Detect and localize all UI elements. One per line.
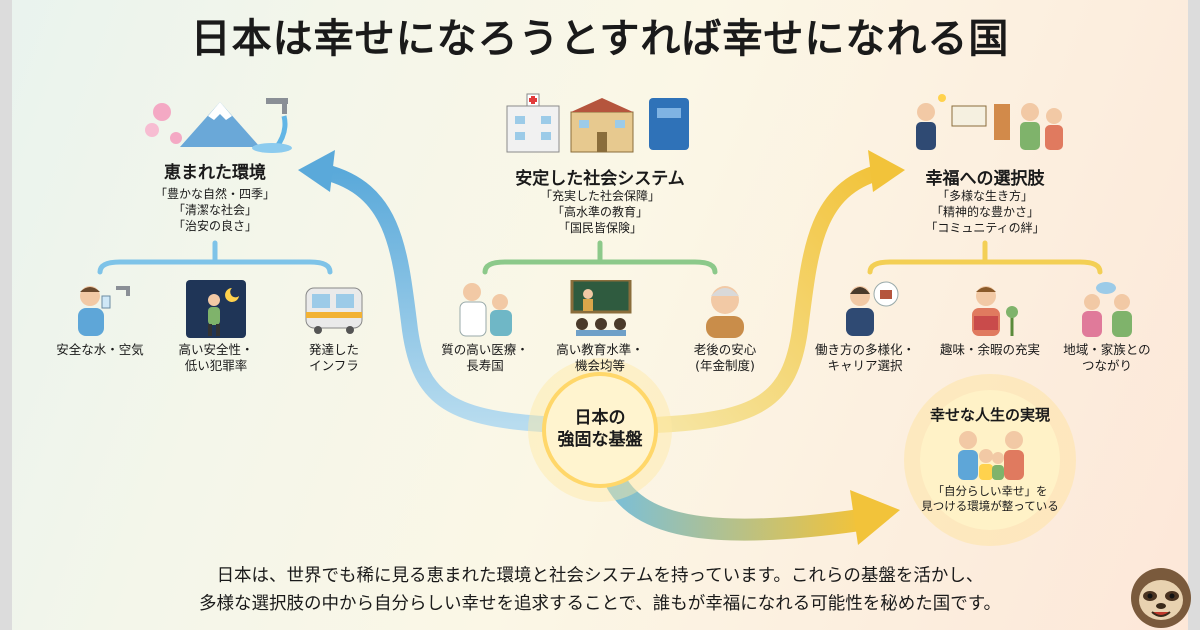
quote-list-choices: 「多様な生き方」 「精神的な豊かさ」 「コミュニティの絆」 [885, 188, 1085, 236]
arrow-to-environment [317, 164, 568, 433]
item-label-hobby-line-1: 趣味・余暇の充実 [939, 342, 1040, 357]
item-label-career-line-2: キャリア選択 [827, 358, 903, 373]
medical-care-illustration [459, 283, 512, 337]
item-label-pension-line-2: (年金制度) [695, 358, 755, 373]
item-label-career-line-1: 働き方の多様化・ [814, 342, 915, 357]
arrow-head-choices [868, 150, 905, 192]
item-label-education-line-2: 機会均等 [574, 358, 625, 373]
sloth-mascot-icon [1131, 568, 1191, 628]
summary-text: 日本は、世界でも稀に見る恵まれた環境と社会システムを持っています。これらの基盤を… [0, 562, 1200, 618]
quote-community-bonds: 「コミュニティの絆」 [925, 221, 1045, 235]
item-label-education-line-1: 高い教育水準・ [556, 342, 644, 357]
item-label-infrastructure-line-1: 発達した [308, 342, 359, 357]
item-label-safe-water-line-1: 安全な水・空気 [56, 342, 144, 357]
quote-spiritual-richness: 「精神的な豊かさ」 [930, 205, 1039, 219]
lifestyle-illustration [916, 94, 1063, 150]
left-edge-strip [0, 0, 12, 630]
summary-line-2: 多様な選択肢の中から自分らしい幸せを追求することで、誰もが幸福になれる可能性を秘… [198, 594, 1002, 614]
item-label-low-crime: 高い安全性・ 低い犯罪率 [156, 342, 276, 374]
page-title: 日本は幸せになろうとすれば幸せになれる国 [190, 16, 1010, 62]
drinking-water-illustration [78, 286, 130, 336]
right-edge-strip [1188, 0, 1200, 630]
arrow-to-choices [647, 164, 888, 433]
item-label-community-line-1: 地域・家族との [1063, 342, 1151, 357]
night-walk-illustration [186, 280, 246, 338]
quote-list-environment: 「豊かな自然・四季」 「清潔な社会」 「治安の良さ」 [115, 186, 315, 234]
institution-illustration [506, 93, 689, 153]
hobby-illustration [972, 286, 1018, 336]
section-title-social-system: 安定した社会システム [515, 169, 685, 189]
item-label-infrastructure: 発達した インフラ [274, 342, 394, 374]
quote-clean-society: 「清潔な社会」 [172, 203, 257, 217]
arrow-to-result [604, 469, 871, 541]
item-label-education: 高い教育水準・ 機会均等 [535, 342, 665, 374]
quote-national-insurance: 「国民皆保険」 [557, 221, 642, 235]
arrow-head-environment [298, 150, 335, 192]
item-label-infrastructure-line-2: インフラ [309, 358, 359, 373]
core-foundation-line-2: 強固な基盤 [557, 430, 643, 450]
arrow-head-result [850, 490, 900, 545]
elderly-person-illustration [706, 286, 744, 338]
result-title: 幸せな人生の実現 [929, 406, 1050, 424]
result-caption-line-1: 「自分らしい幸せ」を [932, 484, 1048, 498]
quote-nature: 「豊かな自然・四季」 [154, 187, 275, 201]
result-caption: 「自分らしい幸せ」を 見つける環境が整っている [890, 484, 1090, 514]
item-label-hobby: 趣味・余暇の充実 [925, 342, 1055, 358]
item-label-safe-water: 安全な水・空気 [40, 342, 160, 358]
item-label-low-crime-line-2: 低い犯罪率 [184, 358, 248, 373]
nature-illustration [145, 98, 292, 153]
item-label-medical: 質の高い医療・ 長寿国 [420, 342, 550, 374]
quote-social-security: 「充実した社会保障」 [539, 189, 660, 203]
core-foundation-label: 日本の 強固な基盤 [540, 407, 660, 451]
item-label-medical-line-1: 質の高い医療・ [441, 342, 529, 357]
item-label-pension-line-1: 老後の安心 [693, 342, 757, 357]
community-illustration [1082, 282, 1132, 337]
happy-family-illustration [958, 431, 1024, 480]
classroom-illustration [570, 280, 632, 336]
section-title-environment: 恵まれた環境 [164, 163, 266, 183]
item-label-medical-line-2: 長寿国 [466, 358, 504, 373]
section-title-choices: 幸福への選択肢 [925, 169, 1045, 189]
item-label-pension: 老後の安心 (年金制度) [660, 342, 790, 374]
result-caption-line-2: 見つける環境が整っている [921, 499, 1059, 513]
career-illustration [846, 281, 899, 336]
summary-line-1: 日本は、世界でも稀に見る恵まれた環境と社会システムを持っています。これらの基盤を… [216, 566, 984, 586]
quote-education: 「高水準の教育」 [551, 205, 648, 219]
train-illustration [305, 287, 363, 334]
item-label-community: 地域・家族との つながり [1042, 342, 1172, 374]
item-label-community-line-2: つながり [1081, 358, 1132, 373]
quote-diverse-lifestyles: 「多様な生き方」 [936, 189, 1033, 203]
item-label-low-crime-line-1: 高い安全性・ [178, 342, 254, 357]
quote-public-safety: 「治安の良さ」 [172, 219, 257, 233]
core-foundation-line-1: 日本の [574, 408, 626, 428]
item-label-career: 働き方の多様化・ キャリア選択 [800, 342, 930, 374]
quote-list-social-system: 「充実した社会保障」 「高水準の教育」 「国民皆保険」 [480, 188, 720, 236]
